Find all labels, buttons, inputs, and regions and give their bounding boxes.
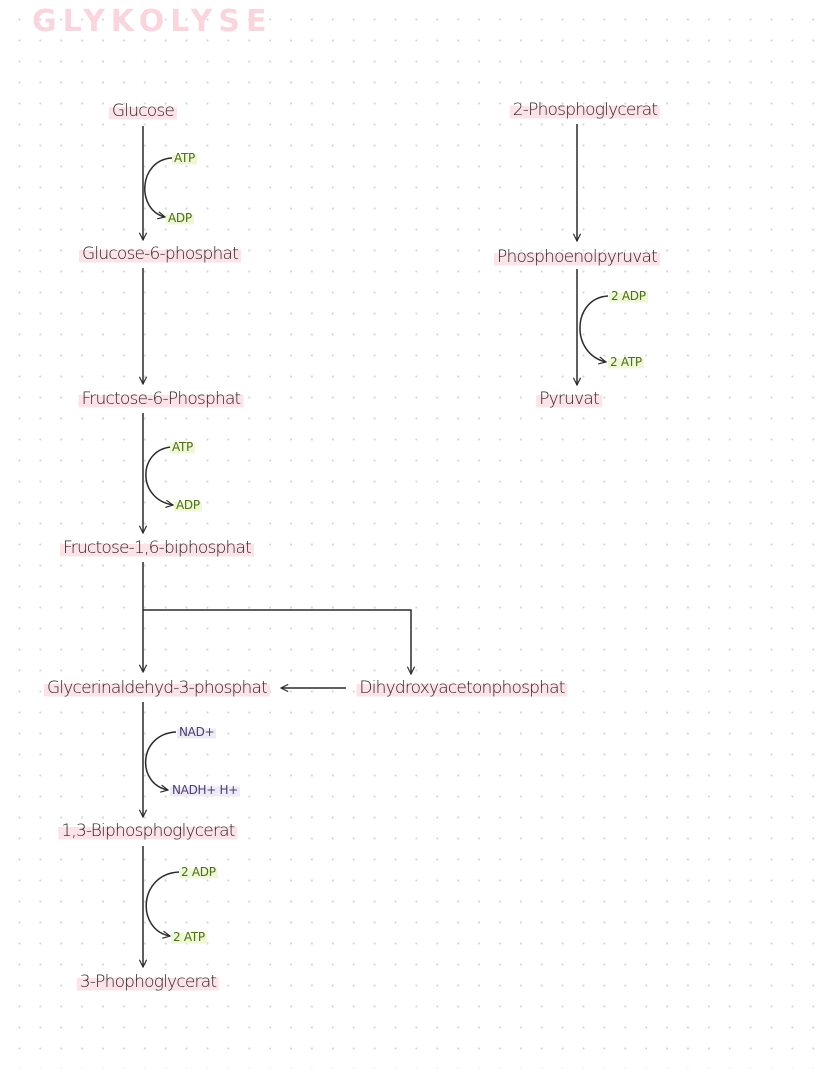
cofactor-step1-in: ATP — [172, 151, 197, 165]
metabolite-glycerinaldehyd-3-phosphat: Glycerinaldehyd-3-phosphat — [43, 678, 271, 698]
cofactor-arc-step1 — [144, 157, 173, 217]
metabolite-1-3-biphosphoglycerat: 1,3-Biphosphoglycerat — [58, 821, 238, 841]
cofactor-arc-step3 — [145, 446, 173, 505]
metabolite-fructose-6-phosphat: Fructose-6-Phosphat — [78, 389, 244, 409]
metabolite-phosphoenolpyruvat: Phosphoenolpyruvat — [494, 247, 660, 267]
cofactor-step3-in: ATP — [170, 440, 195, 454]
metabolite-glucose-6-phosphat: Glucose-6-phosphat — [79, 244, 241, 264]
metabolite-dihydroxyacetonphosphat: Dihydroxyacetonphosphat — [356, 678, 568, 698]
cofactor-step6-out: NADH+ H+ — [170, 783, 240, 797]
cofactor-step6-in: NAD+ — [177, 725, 217, 739]
metabolite-2-phosphoglycerat: 2-Phosphoglycerat — [509, 100, 661, 120]
cofactor-arc-step7 — [145, 871, 180, 936]
cofactor-arc-step6 — [144, 731, 177, 790]
cofactor-step3-out: ADP — [174, 498, 202, 512]
arrow-f16bp-to-dhap — [143, 609, 411, 674]
metabolite-3-phophoglycerat: 3-Phophoglycerat — [76, 972, 220, 992]
page-title: GLYKOLYSE — [32, 4, 273, 39]
metabolite-pyruvat: Pyruvat — [536, 389, 602, 409]
metabolite-glucose: Glucose — [108, 101, 178, 121]
cofactor-step10-out: 2 ATP — [608, 355, 644, 369]
cofactor-step10-in: 2 ADP — [609, 289, 648, 303]
cofactor-step1-out: ADP — [166, 211, 194, 225]
cofactor-step7-in: 2 ADP — [179, 865, 218, 879]
cofactor-step7-out: 2 ATP — [171, 930, 207, 944]
cofactor-arc-step10 — [579, 295, 609, 362]
metabolite-fructose-1-6-biphosphat: Fructose-1,6-biphosphat — [60, 538, 254, 558]
